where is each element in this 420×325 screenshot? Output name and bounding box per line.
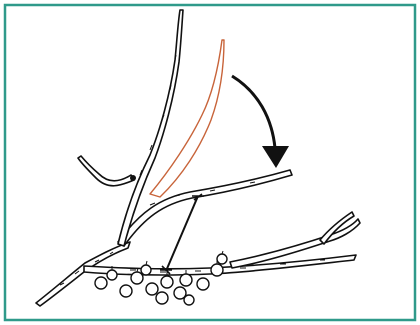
lower-right-limb bbox=[229, 218, 361, 269]
fruit-icon bbox=[106, 269, 118, 281]
fruit-icon bbox=[179, 273, 193, 287]
curved-arrow-icon bbox=[231, 74, 289, 168]
fruit-icon bbox=[173, 286, 187, 300]
fruit-stems bbox=[111, 250, 224, 276]
fruit-icon bbox=[140, 264, 152, 276]
highlight-shoot bbox=[149, 39, 225, 198]
central-leader bbox=[117, 9, 184, 247]
main-trunk bbox=[35, 241, 131, 307]
fruit-icon bbox=[216, 253, 228, 265]
fruit-icon bbox=[94, 276, 108, 290]
fruit-icon bbox=[119, 284, 133, 298]
fruit-icon bbox=[210, 263, 224, 277]
tie-string-icon bbox=[160, 193, 204, 275]
left-side-shoot bbox=[77, 155, 135, 187]
fruit-icon bbox=[155, 291, 169, 305]
fruit-cluster bbox=[94, 253, 228, 306]
lower-limb bbox=[83, 254, 357, 276]
fruit-icon bbox=[130, 271, 144, 285]
lower-spur bbox=[319, 211, 355, 245]
fruit-icon bbox=[145, 282, 159, 296]
bud-knot bbox=[130, 175, 136, 181]
middle-limb bbox=[117, 169, 293, 247]
fruit-icon bbox=[183, 294, 195, 306]
fruit-icon bbox=[160, 275, 174, 289]
fruit-icon bbox=[196, 277, 210, 291]
bark-texture bbox=[59, 54, 325, 286]
